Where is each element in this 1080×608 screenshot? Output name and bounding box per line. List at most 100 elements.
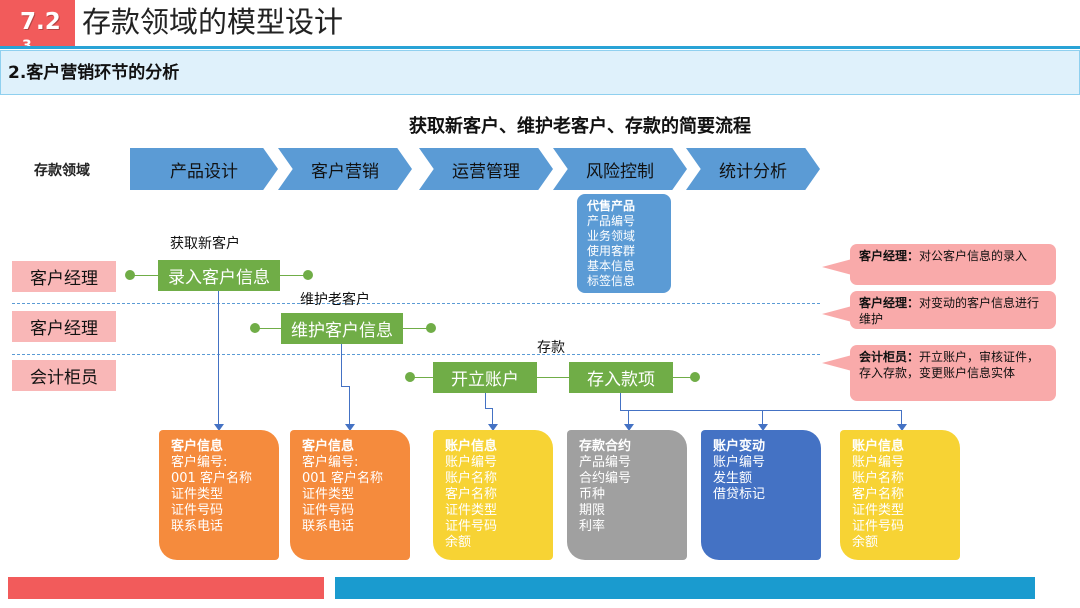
card-field: 币种	[579, 487, 606, 502]
note-role: 会计柜员：	[859, 350, 920, 364]
stage-label: 客户营销	[311, 161, 379, 182]
note-3: 会计柜员：开立账户，审核证件，存入存款，变更账户信息实体	[850, 345, 1056, 401]
connector-line	[341, 344, 342, 386]
card-field: 证件号码	[445, 519, 498, 534]
subheader-text: 2.客户营销环节的分析	[8, 63, 180, 83]
footer-bar-red	[8, 577, 324, 599]
maintain-customer-info-box: 维护客户信息	[281, 313, 403, 344]
card-field: 001 客户名称	[171, 471, 252, 486]
card-field: 客户名称	[445, 487, 498, 502]
footer-bar-blue	[335, 577, 1035, 599]
section-number-box	[0, 0, 75, 46]
connector-line	[349, 386, 350, 424]
note-pointer	[822, 306, 852, 322]
stage-label: 产品设计	[170, 161, 238, 182]
card-field: 联系电话	[171, 519, 224, 534]
connector-dot	[250, 323, 260, 333]
card-field: 联系电话	[302, 519, 355, 534]
step-label-maintain: 维护老客户	[300, 292, 370, 308]
card-field: 合约编号	[579, 471, 632, 486]
card-field: 客户编号:	[171, 455, 228, 470]
note-text: 对公客户信息的录入	[919, 249, 1028, 263]
card-field: 余额	[852, 535, 879, 550]
role-teller: 会计柜员	[12, 360, 116, 391]
card-field: 证件类型	[852, 503, 905, 518]
domain-label: 存款领域	[34, 163, 90, 179]
title-divider	[0, 46, 1080, 49]
connector-dot	[690, 372, 700, 382]
role-account-manager-1: 客户经理	[12, 261, 116, 292]
card-field: 发生额	[713, 471, 753, 486]
popup-title: 代售产品	[587, 199, 636, 213]
popup-item: 产品编号	[587, 214, 636, 228]
entity-card-account-info-1: 账户信息 账户编号 账户名称 客户名称 证件类型 证件号码 余额	[433, 430, 553, 560]
connector-line	[620, 410, 902, 411]
arrow-head	[897, 424, 907, 431]
note-text: 对变动的客户信息进行维护	[859, 296, 1040, 326]
stage-operations: 运营管理	[419, 148, 553, 190]
connector-line	[492, 408, 493, 424]
step-label-new-customer: 获取新客户	[170, 236, 240, 252]
card-title: 客户信息	[302, 439, 355, 454]
arrow-head	[345, 424, 355, 431]
connector-line	[485, 393, 486, 408]
connector-line	[410, 377, 695, 378]
card-field: 借贷标记	[713, 487, 766, 502]
deposit-funds-box: 存入款项	[569, 362, 673, 393]
entity-card-account-change: 账户变动 账户编号 发生额 借贷标记	[701, 430, 821, 560]
stage-statistics: 统计分析	[686, 148, 820, 190]
card-field: 账户名称	[445, 471, 498, 486]
stage-customer-marketing: 客户营销	[278, 148, 412, 190]
card-field: 001 客户名称	[302, 471, 383, 486]
arrow-head	[758, 424, 768, 431]
card-field: 账户编号	[445, 455, 498, 470]
open-account-box: 开立账户	[433, 362, 537, 393]
connector-dot	[426, 323, 436, 333]
lane-divider	[12, 303, 820, 304]
role-account-manager-2: 客户经理	[12, 311, 116, 342]
entity-card-account-info-2: 账户信息 账户编号 账户名称 客户名称 证件类型 证件号码 余额	[840, 430, 960, 560]
card-title: 账户信息	[445, 439, 498, 454]
popup-item: 基本信息	[587, 259, 636, 273]
entity-card-deposit-contract: 存款合约 产品编号 合约编号 币种 期限 利率	[567, 430, 687, 560]
note-role: 客户经理：	[859, 249, 920, 263]
connector-line	[218, 291, 219, 424]
connector-dot	[303, 270, 313, 280]
note-1: 客户经理：对公客户信息的录入	[850, 244, 1056, 285]
subheader-bar	[0, 50, 1080, 95]
arrow-head	[214, 424, 224, 431]
popup-item: 业务领域	[587, 229, 636, 243]
stage-label: 统计分析	[719, 161, 787, 182]
connector-line	[620, 393, 621, 411]
popup-item: 使用客群	[587, 244, 636, 258]
note-pointer	[822, 355, 852, 371]
connector-line	[901, 410, 902, 424]
card-field: 余额	[445, 535, 472, 550]
connector-line	[341, 386, 350, 387]
card-field: 账户编号	[713, 455, 766, 470]
stage-label: 风险控制	[586, 161, 654, 182]
stage-risk-control: 风险控制	[553, 148, 687, 190]
stage-product-design: 产品设计	[130, 148, 278, 190]
note-role: 客户经理：	[859, 296, 920, 310]
connector-line	[485, 408, 493, 409]
card-field: 客户名称	[852, 487, 905, 502]
card-field: 证件号码	[852, 519, 905, 534]
arrow-head	[624, 424, 634, 431]
card-field: 证件类型	[171, 487, 224, 502]
record-customer-info-box: 录入客户信息	[158, 260, 280, 291]
note-pointer	[822, 259, 852, 275]
stage-label: 运营管理	[452, 161, 520, 182]
card-field: 期限	[579, 503, 606, 518]
connector-dot	[125, 270, 135, 280]
entity-card-customer-info-2: 客户信息 客户编号: 001 客户名称 证件类型 证件号码 联系电话	[290, 430, 410, 560]
card-field: 证件类型	[445, 503, 498, 518]
card-title: 存款合约	[579, 439, 632, 454]
popup-item: 标签信息	[587, 274, 636, 288]
card-field: 证件号码	[302, 503, 355, 518]
lane-divider	[12, 354, 820, 355]
note-2: 客户经理：对变动的客户信息进行维护	[850, 291, 1056, 329]
card-field: 证件类型	[302, 487, 355, 502]
card-title: 客户信息	[171, 439, 224, 454]
